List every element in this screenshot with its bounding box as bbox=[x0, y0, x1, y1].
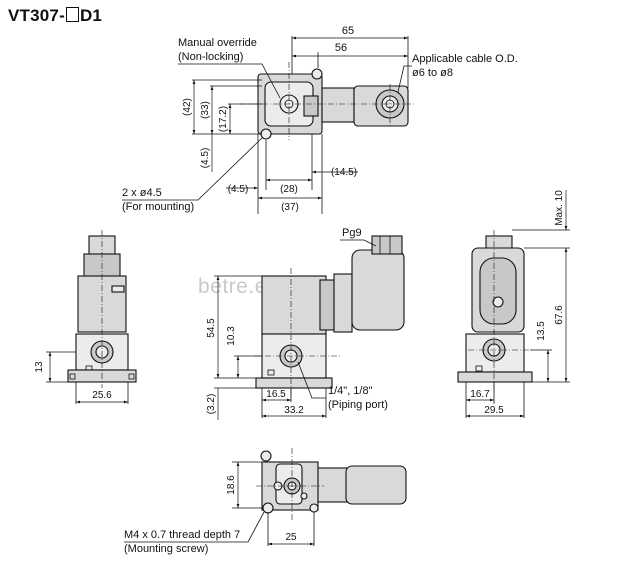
dim-max-10: Max. 10 bbox=[554, 190, 565, 226]
mounting-holes-sublabel: (For mounting) bbox=[122, 201, 194, 213]
model-code-box bbox=[65, 7, 79, 22]
dim-67-6: 67.6 bbox=[554, 305, 565, 325]
piping-port-label: 1/4", 1/8" bbox=[328, 385, 373, 397]
pg9-label: Pg9 bbox=[342, 227, 362, 239]
bottom-aux-hole bbox=[300, 492, 308, 500]
front-coil-plate bbox=[319, 279, 335, 331]
pg9-leader bbox=[340, 239, 377, 247]
left-base-hole bbox=[128, 373, 135, 380]
dim-17-2: (17.2) bbox=[218, 106, 229, 132]
dim-10-3: 10.3 bbox=[226, 326, 237, 346]
dim-25-6: 25.6 bbox=[92, 390, 112, 401]
mounting-holes-leader bbox=[122, 137, 263, 201]
dim-33: (33) bbox=[200, 101, 211, 119]
right-body-mark bbox=[475, 365, 483, 372]
dim-33-2: 33.2 bbox=[284, 405, 304, 416]
front-body-mark bbox=[267, 369, 275, 376]
dim-18-6: 18.6 bbox=[226, 475, 237, 495]
manual-override-label: Manual override bbox=[178, 37, 257, 49]
bottom-mounting-screw-lower bbox=[262, 502, 274, 514]
top-view-terminal bbox=[303, 95, 319, 117]
front-base bbox=[255, 377, 333, 389]
mounting-screw-sublabel: (Mounting screw) bbox=[124, 543, 208, 555]
front-connector-neck bbox=[333, 273, 353, 333]
dim-28: (28) bbox=[280, 184, 298, 195]
manual-override-sublabel: (Non-locking) bbox=[178, 51, 243, 63]
dim-4-5-vertical: (4.5) bbox=[200, 148, 211, 169]
right-connector-screw bbox=[492, 296, 504, 308]
left-base-hole bbox=[69, 373, 76, 380]
dim-16-7: 16.7 bbox=[470, 389, 490, 400]
bottom-connector bbox=[345, 465, 407, 505]
dim-13-5: 13.5 bbox=[536, 321, 547, 341]
left-screw bbox=[111, 285, 125, 293]
dim-14-5: (14.5) bbox=[331, 167, 357, 178]
piping-port-leader bbox=[297, 361, 326, 399]
right-base bbox=[457, 371, 533, 383]
bottom-view: 18.6 25 M4 x 0.7 thread depth 7 (Mountin… bbox=[124, 448, 407, 555]
mounting-screw-label: M4 x 0.7 thread depth 7 bbox=[124, 529, 240, 541]
front-view: Pg9 54.5 10.3 (3.2) 16.5 33.2 1/4", 1/8"… bbox=[206, 227, 405, 420]
dim-16-5: 16.5 bbox=[266, 389, 286, 400]
drawing-title: VT307- D1 bbox=[8, 6, 102, 26]
right-side-view: Max. 10 67.6 13.5 16.7 29.5 bbox=[457, 190, 570, 418]
dim-54-5: 54.5 bbox=[206, 318, 217, 338]
bottom-mounting-screw-right bbox=[309, 503, 319, 513]
dim-4-5-horizontal: (4.5) bbox=[228, 184, 249, 195]
top-view: 65 56 Manual override (Non-locking) Appl… bbox=[122, 25, 518, 214]
piping-port-sublabel: (Piping port) bbox=[328, 399, 388, 411]
dim-65: 65 bbox=[342, 25, 354, 37]
top-mounting-ear-lower bbox=[260, 128, 272, 140]
manual-override-leader bbox=[178, 63, 281, 99]
front-connector bbox=[351, 249, 405, 331]
cable-od-label: Applicable cable O.D. bbox=[412, 53, 518, 65]
left-side-view: 13 25.6 bbox=[34, 230, 137, 404]
mounting-screw-leader bbox=[124, 511, 265, 543]
dim-37: (37) bbox=[281, 202, 299, 213]
dim-25: 25 bbox=[285, 532, 297, 543]
top-view-connector-neck bbox=[321, 87, 355, 123]
title-prefix: VT307- bbox=[8, 6, 65, 25]
cable-od-leader bbox=[397, 65, 412, 93]
dim-42: (42) bbox=[182, 98, 193, 116]
dim-56: 56 bbox=[335, 42, 347, 54]
dim-29-5: 29.5 bbox=[484, 405, 504, 416]
cable-od-value: ø6 to ø8 bbox=[412, 67, 453, 79]
right-connector-face bbox=[479, 257, 517, 325]
bottom-mounting-screw-upper bbox=[260, 450, 272, 462]
front-coil bbox=[261, 275, 327, 335]
front-gland bbox=[371, 235, 403, 255]
title-suffix: D1 bbox=[79, 6, 103, 25]
top-mounting-ear-upper bbox=[311, 68, 323, 80]
dim-13: 13 bbox=[34, 361, 45, 373]
dim-3-2: (3.2) bbox=[206, 394, 217, 415]
mounting-holes-label: 2 x ø4.5 bbox=[122, 187, 162, 199]
bottom-connector-neck bbox=[317, 467, 349, 503]
